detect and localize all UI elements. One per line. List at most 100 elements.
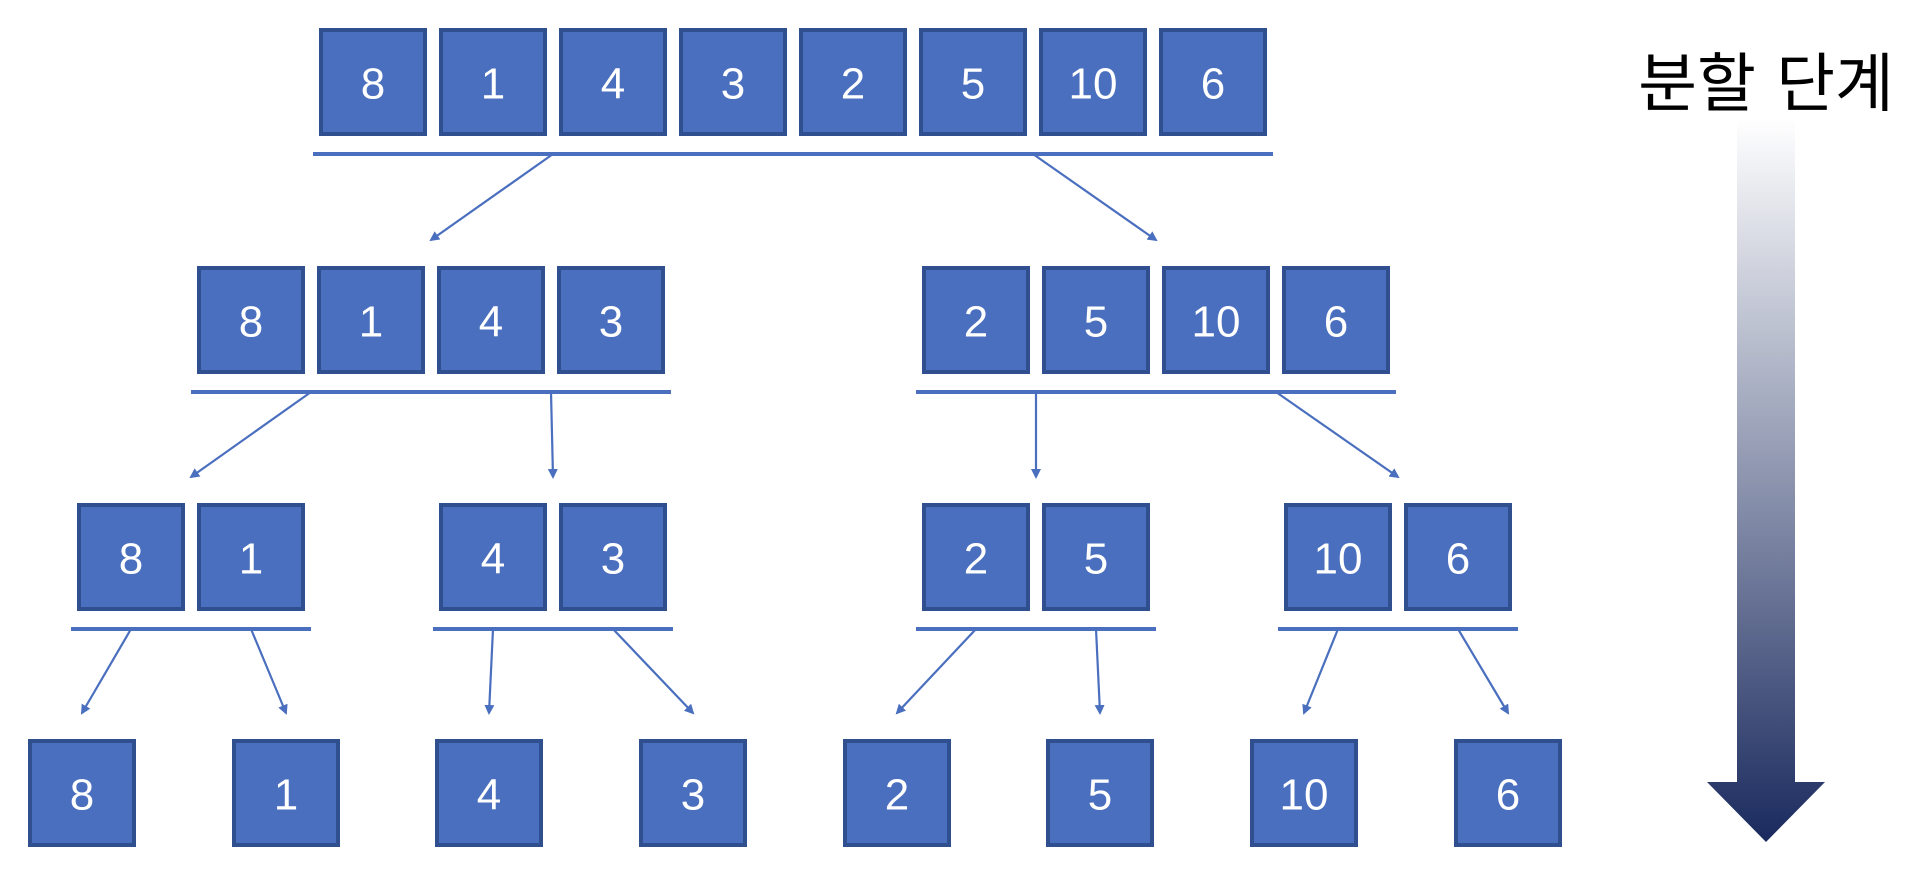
array-cell: 10 — [1250, 739, 1358, 847]
cell-value: 2 — [964, 298, 988, 347]
cell-value: 3 — [601, 535, 625, 584]
split-arrow — [1302, 628, 1340, 715]
cell-value: 10 — [1069, 60, 1118, 109]
cell-value: 2 — [964, 535, 988, 584]
cell-value: 5 — [1084, 535, 1108, 584]
cell-value: 1 — [239, 535, 263, 584]
split-arrow — [429, 153, 554, 242]
array-cell: 5 — [919, 28, 1027, 136]
cell-box — [1039, 28, 1147, 136]
cell-value: 4 — [601, 60, 625, 109]
down-arrow-icon — [1707, 118, 1825, 842]
cell-value: 10 — [1280, 771, 1329, 820]
array-cell: 8 — [77, 503, 185, 611]
cell-value: 5 — [1088, 771, 1112, 820]
array-cell: 8 — [319, 28, 427, 136]
cell-value: 3 — [681, 771, 705, 820]
cell-box — [679, 28, 787, 136]
cell-box — [1282, 266, 1390, 374]
array-cell: 5 — [1042, 266, 1150, 374]
array-cell: 4 — [559, 28, 667, 136]
array-cell: 1 — [197, 503, 305, 611]
cell-value: 6 — [1446, 535, 1470, 584]
split-arrow — [1457, 628, 1510, 715]
array-cell: 4 — [435, 739, 543, 847]
cell-value: 2 — [841, 60, 865, 109]
cell-value: 4 — [479, 298, 503, 347]
cell-box — [232, 739, 340, 847]
cell-box — [1250, 739, 1358, 847]
array-cell: 3 — [639, 739, 747, 847]
split-arrows — [80, 153, 1510, 715]
cell-value: 6 — [1324, 298, 1348, 347]
cell-box — [559, 28, 667, 136]
array-cell: 2 — [843, 739, 951, 847]
cell-box — [197, 503, 305, 611]
cell-box — [439, 503, 547, 611]
cell-box — [557, 266, 665, 374]
cell-box — [319, 28, 427, 136]
cell-value: 4 — [481, 535, 505, 584]
split-arrow — [484, 628, 495, 715]
cell-box — [437, 266, 545, 374]
cell-value: 8 — [119, 535, 143, 584]
cell-value: 8 — [70, 771, 94, 820]
cell-value: 5 — [961, 60, 985, 109]
cell-box — [1404, 503, 1512, 611]
cell-value: 3 — [599, 298, 623, 347]
array-cell: 2 — [922, 503, 1030, 611]
split-arrow — [895, 628, 977, 715]
array-cell: 10 — [1284, 503, 1392, 611]
cell-value: 6 — [1496, 771, 1520, 820]
cell-value: 10 — [1314, 535, 1363, 584]
stage-indicator: 분할 단계 — [1638, 48, 1894, 842]
array-cell: 8 — [197, 266, 305, 374]
cell-box — [1159, 28, 1267, 136]
cell-box — [843, 739, 951, 847]
split-arrow — [189, 391, 312, 479]
cell-value: 6 — [1201, 60, 1225, 109]
array-cell: 2 — [799, 28, 907, 136]
split-arrow — [547, 391, 558, 479]
cell-box — [1162, 266, 1270, 374]
array-cell: 4 — [437, 266, 545, 374]
array-cell: 2 — [922, 266, 1030, 374]
array-cell: 1 — [317, 266, 425, 374]
cell-box — [28, 739, 136, 847]
cell-value: 1 — [481, 60, 505, 109]
cell-value: 2 — [885, 771, 909, 820]
array-cell: 6 — [1404, 503, 1512, 611]
split-arrow — [612, 628, 695, 715]
split-arrow — [1275, 391, 1400, 479]
cell-box — [439, 28, 547, 136]
cell-box — [1454, 739, 1562, 847]
cell-box — [1284, 503, 1392, 611]
split-arrow — [249, 628, 288, 715]
cell-value: 8 — [361, 60, 385, 109]
cell-value: 10 — [1192, 298, 1241, 347]
array-cell: 5 — [1046, 739, 1154, 847]
cell-box — [317, 266, 425, 374]
cell-box — [922, 503, 1030, 611]
cell-value: 1 — [359, 298, 383, 347]
array-cell: 6 — [1159, 28, 1267, 136]
cell-value: 1 — [274, 771, 298, 820]
cell-box — [1042, 503, 1150, 611]
cell-value: 8 — [239, 298, 263, 347]
cell-box — [922, 266, 1030, 374]
array-cell: 10 — [1162, 266, 1270, 374]
cell-value: 5 — [1084, 298, 1108, 347]
cell-box — [919, 28, 1027, 136]
array-cell: 3 — [557, 266, 665, 374]
array-cell: 5 — [1042, 503, 1150, 611]
cell-box — [1046, 739, 1154, 847]
cell-box — [639, 739, 747, 847]
array-cell: 6 — [1282, 266, 1390, 374]
array-cell: 1 — [232, 739, 340, 847]
array-cell: 4 — [439, 503, 547, 611]
cell-box — [799, 28, 907, 136]
array-cell: 1 — [439, 28, 547, 136]
cell-box — [77, 503, 185, 611]
